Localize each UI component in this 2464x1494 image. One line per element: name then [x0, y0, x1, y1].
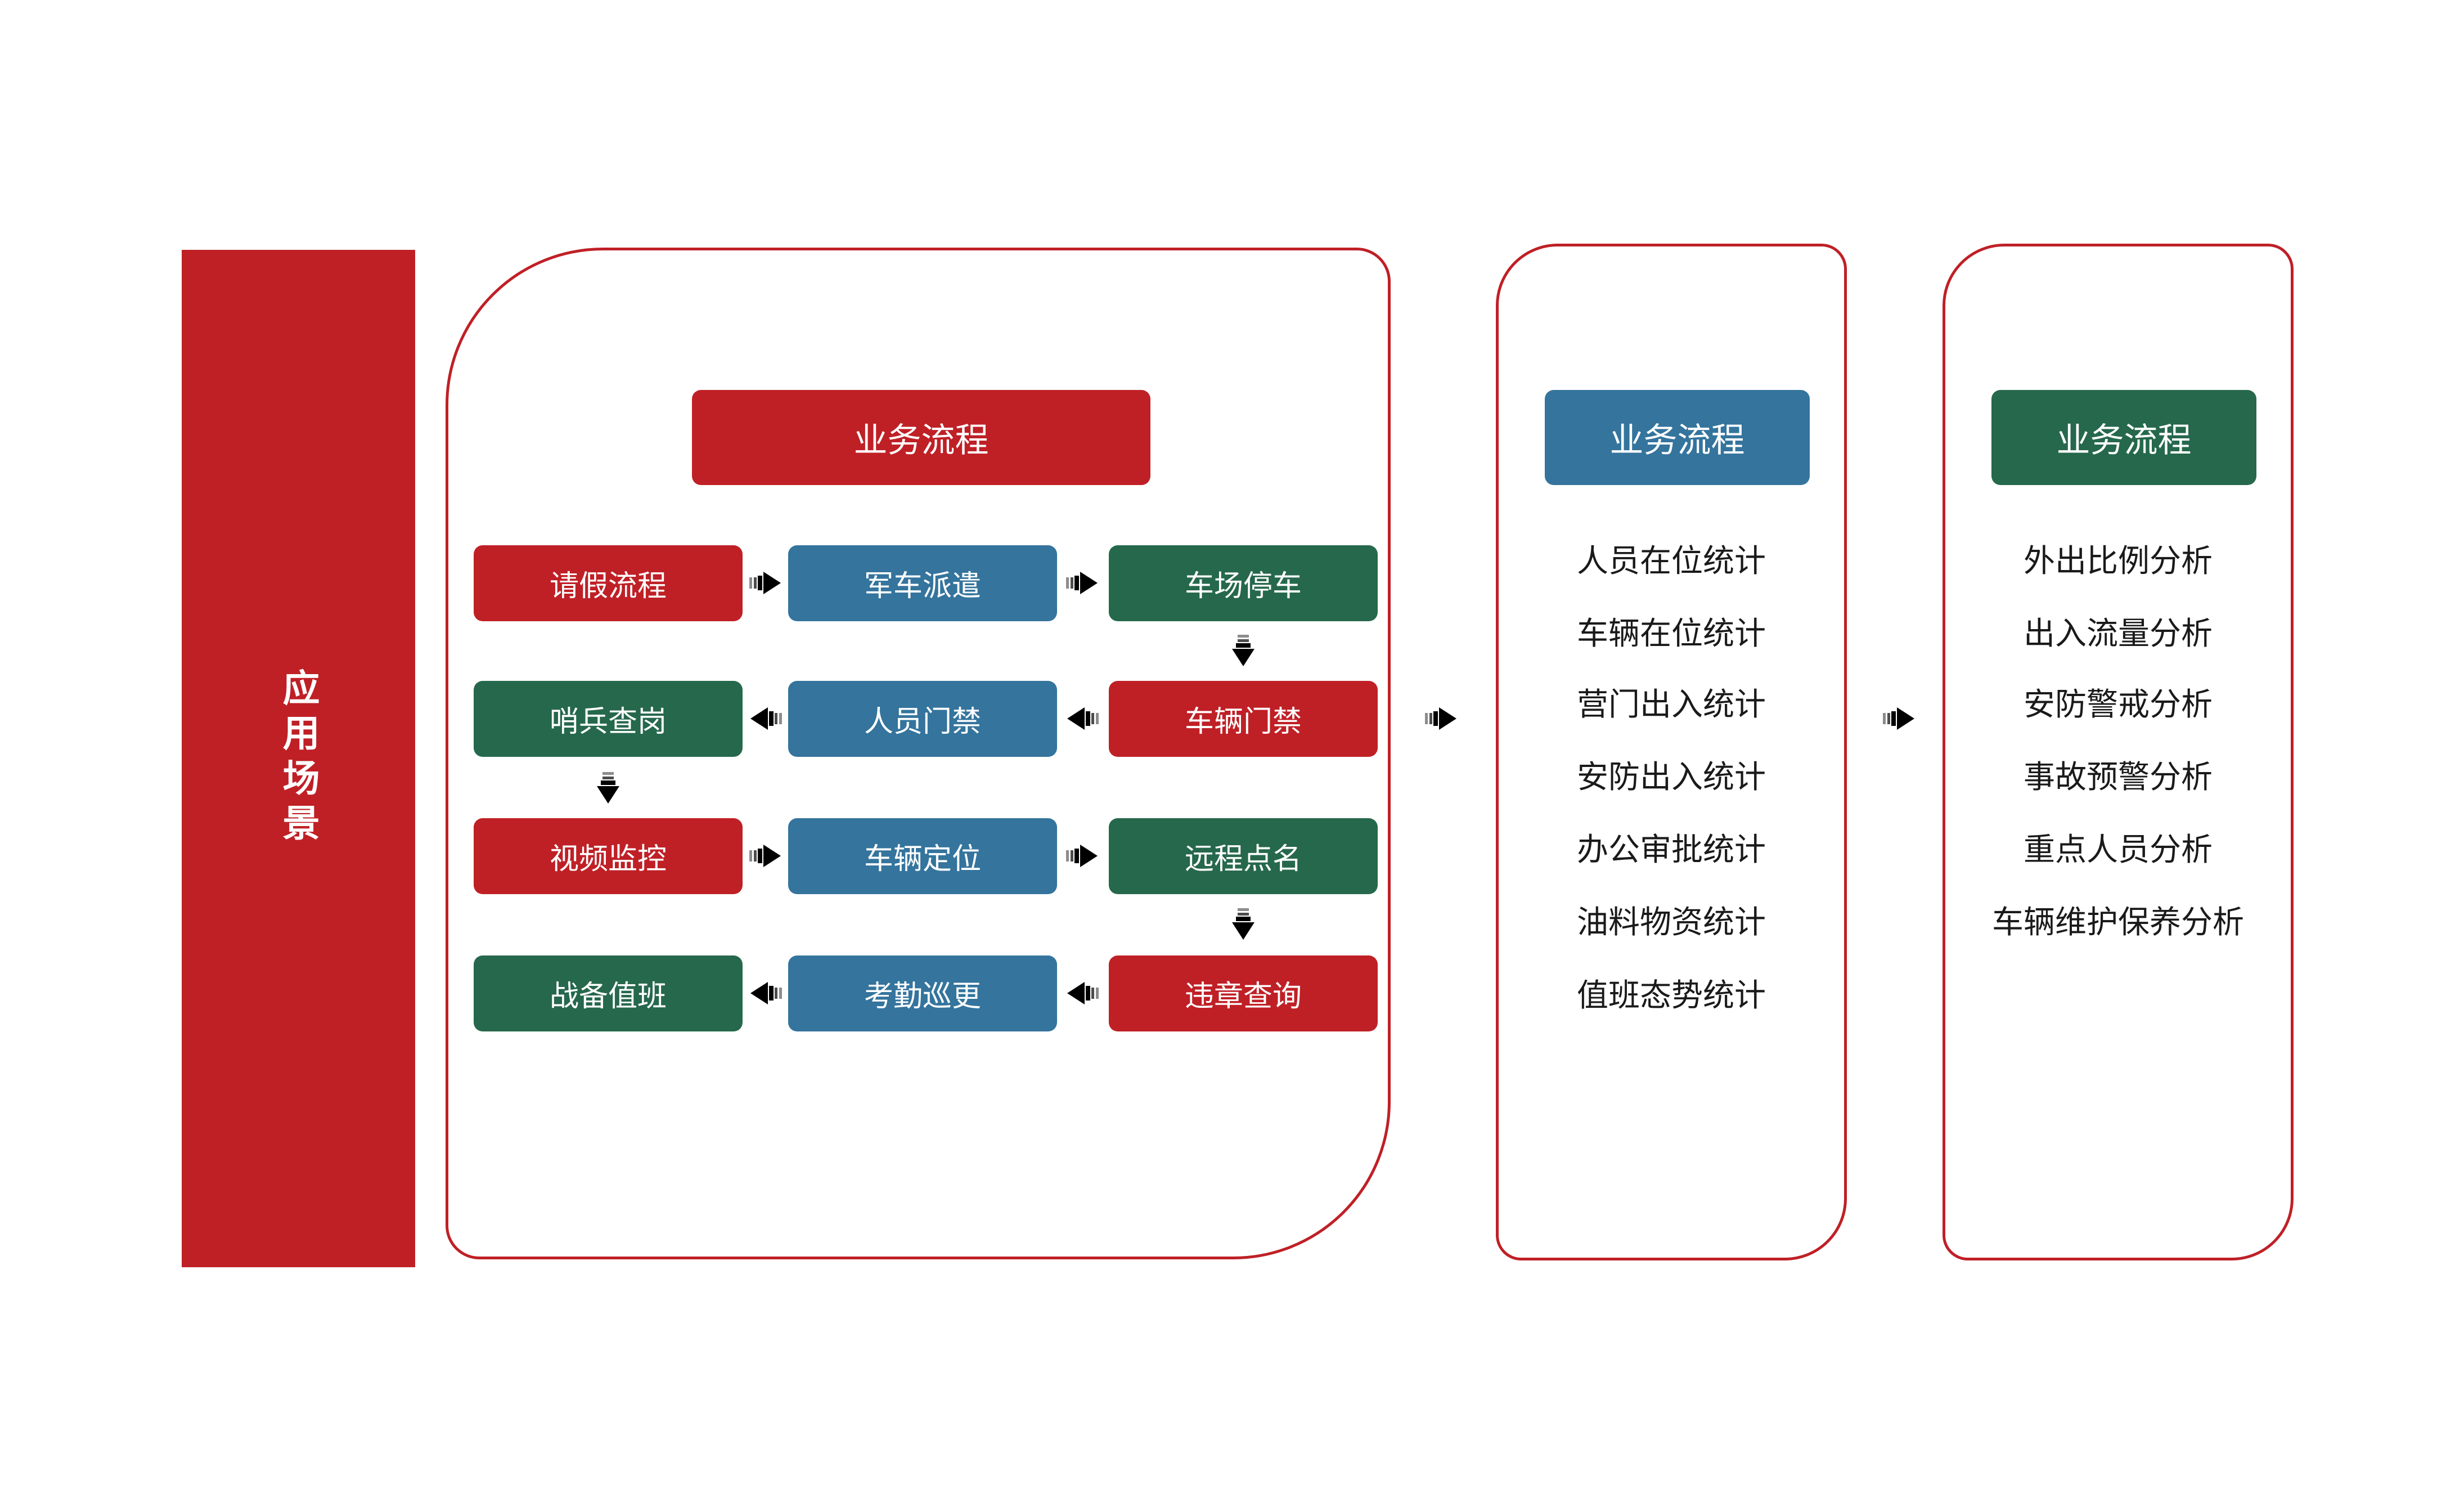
- flow-box-remote-roll-call: 远程点名: [1109, 818, 1378, 894]
- flow-box-video-surveillance: 视频监控: [474, 818, 743, 894]
- flow-box-parking: 车场停车: [1109, 545, 1378, 621]
- analysis-panel-header: 业务流程: [1991, 390, 2256, 485]
- application-scenarios-banner: 应用场景: [182, 250, 415, 1267]
- flow-box-combat-readiness-duty: 战备值班: [474, 955, 743, 1031]
- striped-left-arrow-icon: [749, 706, 782, 732]
- analysis-list-item: 外出比例分析: [2024, 543, 2213, 578]
- striped-down-arrow-icon: [1230, 635, 1256, 667]
- analysis-list-item: 安防警戒分析: [2024, 687, 2213, 722]
- stat-list-item: 安防出入统计: [1577, 759, 1766, 795]
- flow-box-vehicle-access-control: 车辆门禁: [1109, 681, 1378, 757]
- stat-list-item: 油料物资统计: [1577, 904, 1766, 940]
- main-flow-header: 业务流程: [692, 390, 1150, 485]
- banner-label: 应用场景: [277, 669, 320, 849]
- analysis-list-item: 事故预警分析: [2024, 759, 2213, 795]
- flow-box-attendance-patrol: 考勤巡更: [788, 955, 1057, 1031]
- stat-list-item: 人员在位统计: [1577, 543, 1766, 578]
- analysis-list-item: 重点人员分析: [2024, 832, 2213, 867]
- stat-list-item: 车辆在位统计: [1577, 616, 1766, 651]
- flow-box-sentry-inspection: 哨兵查岗: [474, 681, 743, 757]
- striped-right-arrow-icon: [1066, 570, 1099, 596]
- flow-box-leave-process: 请假流程: [474, 545, 743, 621]
- striped-right-arrow-icon: [1425, 706, 1458, 732]
- flow-box-personnel-access-control: 人员门禁: [788, 681, 1057, 757]
- striped-left-arrow-icon: [749, 980, 782, 1006]
- striped-down-arrow-icon: [1230, 908, 1256, 941]
- striped-right-arrow-icon: [749, 570, 782, 596]
- analysis-list-item: 车辆维护保养分析: [1992, 904, 2244, 940]
- striped-right-arrow-icon: [1883, 706, 1916, 732]
- striped-left-arrow-icon: [1066, 980, 1099, 1006]
- striped-down-arrow-icon: [595, 772, 621, 805]
- stat-list-item: 办公审批统计: [1577, 832, 1766, 867]
- analysis-list-item: 出入流量分析: [2024, 616, 2213, 651]
- flow-box-military-vehicle-dispatch: 军车派遣: [788, 545, 1057, 621]
- striped-right-arrow-icon: [1066, 843, 1099, 869]
- stat-list-item: 值班态势统计: [1577, 977, 1766, 1013]
- statistics-panel-header: 业务流程: [1545, 390, 1810, 485]
- flow-box-vehicle-positioning: 车辆定位: [788, 818, 1057, 894]
- flow-box-violation-query: 违章查询: [1109, 955, 1378, 1031]
- stat-list-item: 营门出入统计: [1577, 687, 1766, 722]
- striped-right-arrow-icon: [749, 843, 782, 869]
- striped-left-arrow-icon: [1066, 706, 1099, 732]
